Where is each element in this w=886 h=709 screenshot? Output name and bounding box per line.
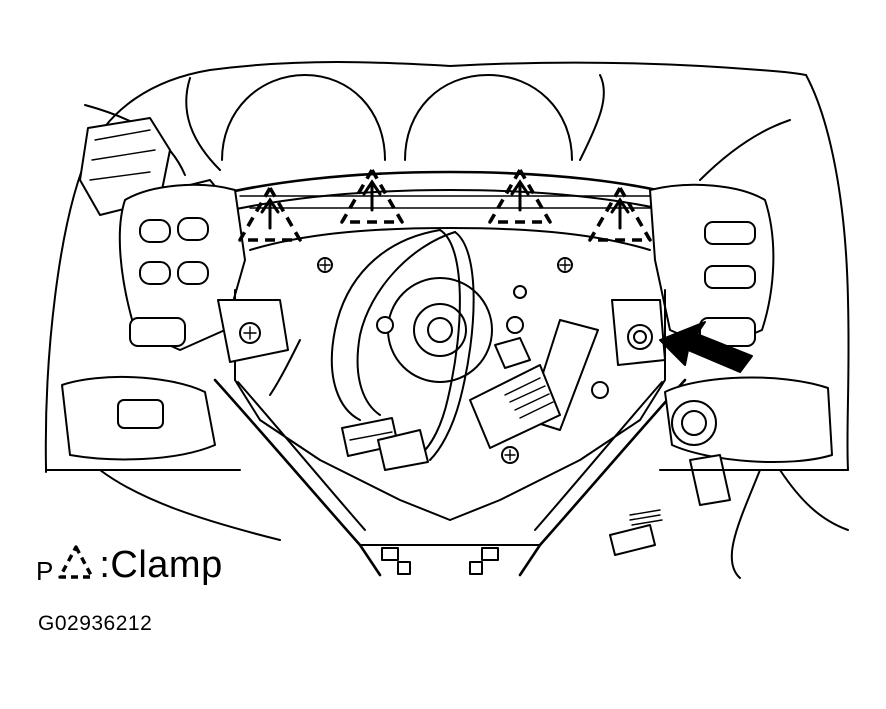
wire-harness xyxy=(270,230,474,460)
right-bolt xyxy=(612,300,665,365)
left-switch-pad xyxy=(120,185,245,350)
left-bolt xyxy=(218,300,288,362)
clamp-icon xyxy=(490,170,550,222)
upper-clamps xyxy=(240,170,650,240)
connector-right xyxy=(470,320,598,448)
legend-label: :Clamp xyxy=(99,544,223,586)
clamp-icon xyxy=(240,188,300,240)
pointer-arrow-icon xyxy=(660,322,752,372)
right-switch-pad xyxy=(650,185,773,350)
clamp-icon xyxy=(590,188,650,240)
legend-prefix: P xyxy=(36,556,54,586)
bottom-outline xyxy=(46,470,848,578)
figure-code: G02936212 xyxy=(38,612,153,635)
clamp-icon xyxy=(342,170,402,222)
dashed-triangle-clamp-icon xyxy=(57,544,95,580)
center-hub xyxy=(235,228,665,520)
connector-left xyxy=(342,418,428,470)
wheel-upper-rim xyxy=(180,172,712,220)
clamp-legend: P :Clamp xyxy=(36,536,223,586)
lower-pads xyxy=(62,377,832,555)
wheel-lower-spoke xyxy=(215,380,685,575)
gauge-cluster xyxy=(186,75,604,170)
